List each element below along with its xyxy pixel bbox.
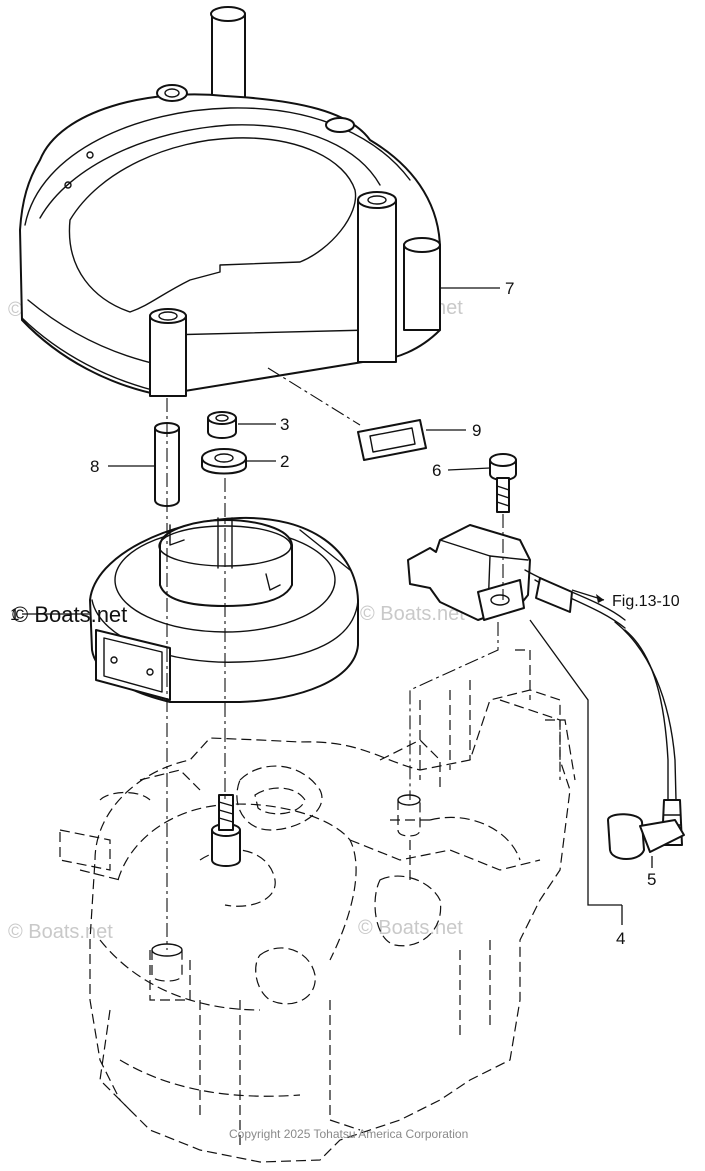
callout-9: 9 bbox=[472, 421, 481, 440]
bolt-part-6 bbox=[489, 453, 517, 513]
callout-3: 3 bbox=[280, 415, 289, 434]
watermark-highlight: © Boats.net bbox=[12, 602, 127, 627]
ignition-coil-part-4 bbox=[407, 524, 683, 846]
callout-6: 6 bbox=[432, 461, 441, 480]
washer-part-2 bbox=[201, 448, 247, 475]
callout-4: 4 bbox=[616, 929, 625, 948]
nut-part-3 bbox=[207, 411, 237, 439]
figure-reference-link[interactable]: Fig.13-10 bbox=[612, 593, 680, 610]
watermark-mid-right: © Boats.net bbox=[360, 603, 465, 625]
watermark-lower-right: © Boats.net bbox=[358, 917, 463, 939]
leader-lines bbox=[22, 287, 653, 925]
callout-1: 1 bbox=[10, 605, 19, 624]
flywheel-cover-part-7 bbox=[19, 6, 441, 397]
assembly-centerlines bbox=[166, 367, 504, 950]
callout-7: 7 bbox=[505, 279, 514, 298]
flywheel-part-1 bbox=[89, 516, 359, 703]
callout-5: 5 bbox=[647, 870, 656, 889]
callout-2: 2 bbox=[280, 452, 289, 471]
copyright-notice: Copyright 2025 Tohatsu America Corporati… bbox=[229, 1127, 468, 1141]
engine-block bbox=[59, 649, 576, 1163]
callout-8: 8 bbox=[90, 457, 99, 476]
plug-cap-part-5 bbox=[607, 813, 685, 860]
watermark-lower-left: © Boats.net bbox=[8, 921, 113, 943]
grommet-part-9 bbox=[357, 419, 427, 461]
